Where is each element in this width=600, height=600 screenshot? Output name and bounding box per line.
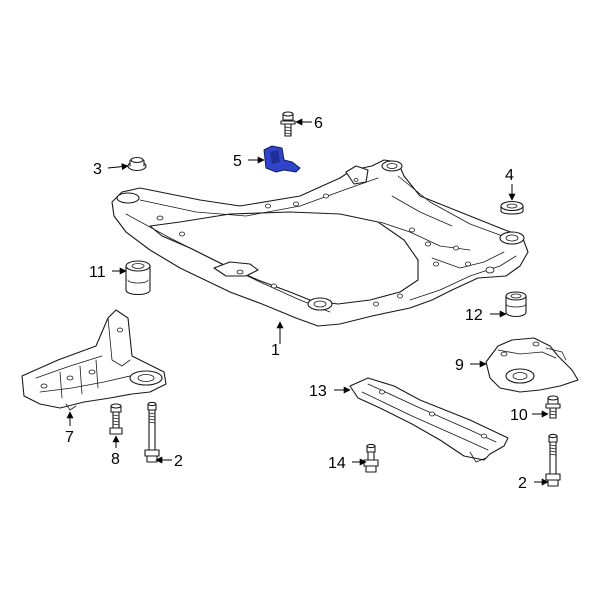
bolt-part-10[interactable] [545, 395, 561, 419]
bracket-part-5-highlighted[interactable] [263, 145, 301, 173]
callout-labels: 1 2 2 3 4 5 6 7 8 9 10 11 12 13 14 [65, 115, 528, 492]
subframe-part-1[interactable] [111, 159, 529, 327]
callout-12: 12 [465, 307, 483, 324]
callout-8: 8 [111, 451, 120, 468]
callout-6: 6 [314, 115, 323, 132]
callout-1: 1 [271, 342, 280, 359]
callout-13: 13 [309, 383, 327, 400]
callout-11: 11 [89, 264, 106, 281]
brace-part-13[interactable] [349, 377, 509, 463]
leader-3 [107, 163, 129, 171]
callout-2-left: 2 [174, 453, 183, 470]
bushing-part-11[interactable] [125, 260, 151, 296]
mount-bracket-part-7[interactable] [21, 309, 167, 411]
mount-washer-part-4[interactable] [500, 200, 524, 215]
bolt-part-8[interactable] [109, 403, 123, 435]
callout-2-right: 2 [518, 475, 527, 492]
long-bolt-part-2-right[interactable] [545, 433, 561, 487]
bolt-part-6[interactable] [280, 111, 296, 137]
callout-7: 7 [65, 429, 74, 446]
mount-bracket-part-9[interactable] [485, 337, 579, 393]
callout-3: 3 [93, 161, 102, 178]
bolt-part-14[interactable] [363, 443, 379, 473]
long-bolt-part-2-left[interactable] [144, 401, 160, 463]
leader-lines [66, 118, 549, 486]
bushing-part-12[interactable] [505, 291, 527, 318]
callout-5: 5 [233, 153, 242, 170]
callout-4: 4 [505, 167, 514, 184]
callout-9: 9 [455, 357, 464, 374]
callout-14: 14 [328, 455, 346, 472]
callout-10: 10 [510, 407, 528, 424]
mount-washer-part-3[interactable] [127, 156, 147, 172]
